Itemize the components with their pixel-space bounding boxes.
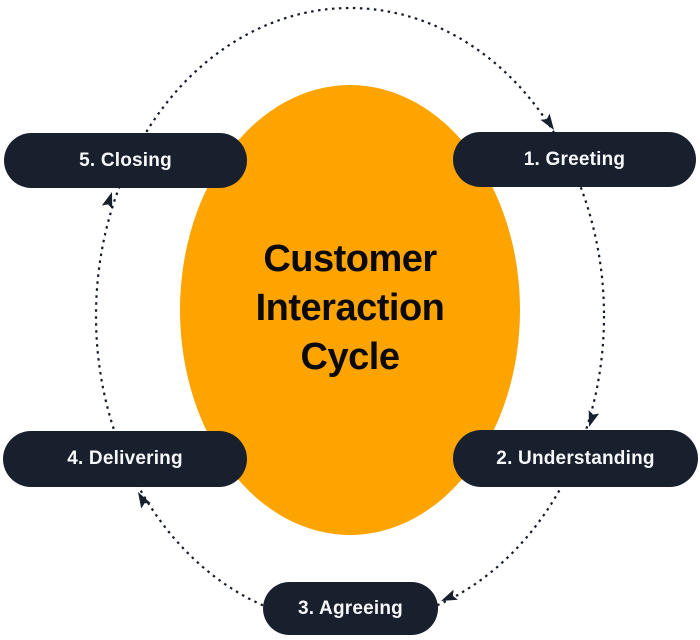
arrow-delivering-to-closing-icon [101,192,113,209]
step-label-delivering: 4. Delivering [67,448,183,469]
step-pill-agreeing: 3. Agreeing [263,582,438,635]
arrow-agreeing-to-delivering-icon [138,492,151,509]
step-label-greeting: 1. Greeting [523,148,626,170]
diagram-title: Customer Interaction Cycle [200,235,500,382]
step-label-understanding: 2. Understanding [496,447,655,469]
step-pill-greeting: 1. Greeting [453,132,696,187]
diagram-title-line-1: Customer [263,238,437,280]
step-label-agreeing: 3. Agreeing [298,597,403,619]
step-pill-delivering: 4. Delivering [3,431,247,487]
step-pill-understanding: 2. Understanding [453,430,698,487]
step-label-closing: 5. Closing [79,149,172,171]
arrow-understanding-to-agreeing-icon [441,589,458,601]
arrow-closing-to-greeting-icon [540,113,554,130]
diagram-title-line-2: Interaction [255,287,445,329]
diagram-title-line-3: Cycle [300,336,400,378]
arrow-greeting-to-understanding-icon [588,410,600,427]
step-pill-closing: 5. Closing [4,133,247,188]
center-ellipse [180,85,520,535]
